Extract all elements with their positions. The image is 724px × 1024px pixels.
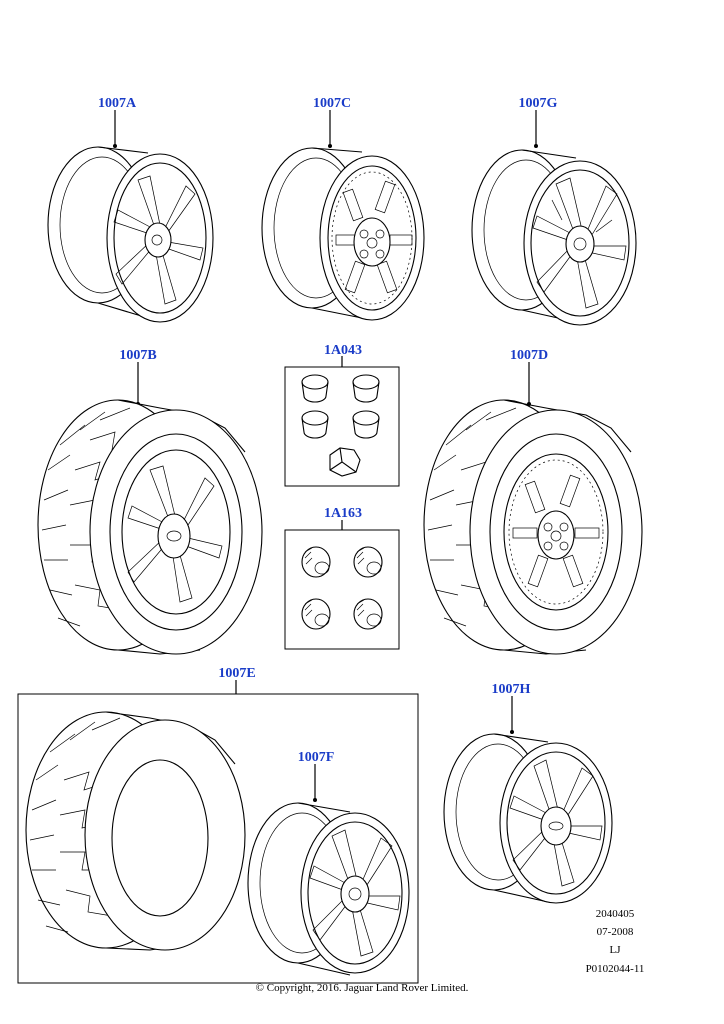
callout-1007h[interactable]: 1007H (492, 682, 531, 697)
wheel-1007f[interactable] (247, 764, 410, 976)
wheel-1007a[interactable] (47, 110, 214, 323)
copyright-notice: © Copyright, 2016. Jaguar Land Rover Lim… (255, 982, 469, 994)
callout-1007c[interactable]: 1007C (313, 96, 351, 111)
callout-1007d[interactable]: 1007D (510, 348, 548, 363)
locking-nut-kit-1a043[interactable] (284, 356, 400, 487)
drawing-initials: LJ (609, 944, 621, 956)
wheel-tyre-1007d[interactable] (423, 362, 643, 655)
drawing-code: 2040405 (595, 908, 635, 920)
wheel-1007c[interactable] (261, 110, 425, 321)
wheel-1007h[interactable] (443, 696, 613, 904)
callout-1a163[interactable]: 1A163 (324, 506, 362, 521)
wheel-tyre-1007b[interactable] (37, 362, 263, 655)
callout-1007a[interactable]: 1007A (98, 96, 137, 111)
wheel-1007g[interactable] (471, 110, 637, 326)
drawing-date: 07-2008 (596, 926, 634, 938)
callout-1007e[interactable]: 1007E (218, 666, 255, 681)
callout-1007f[interactable]: 1007F (298, 750, 335, 765)
wheel-nut-cap-kit-1a163[interactable] (284, 520, 400, 650)
drawing-reference: P0102044-11 (585, 963, 645, 975)
callout-1007b[interactable]: 1007B (119, 348, 156, 363)
callout-1007g[interactable]: 1007G (519, 96, 558, 111)
tyre-wheel-set-1007e[interactable] (17, 680, 419, 984)
callout-1a043[interactable]: 1A043 (324, 343, 362, 358)
